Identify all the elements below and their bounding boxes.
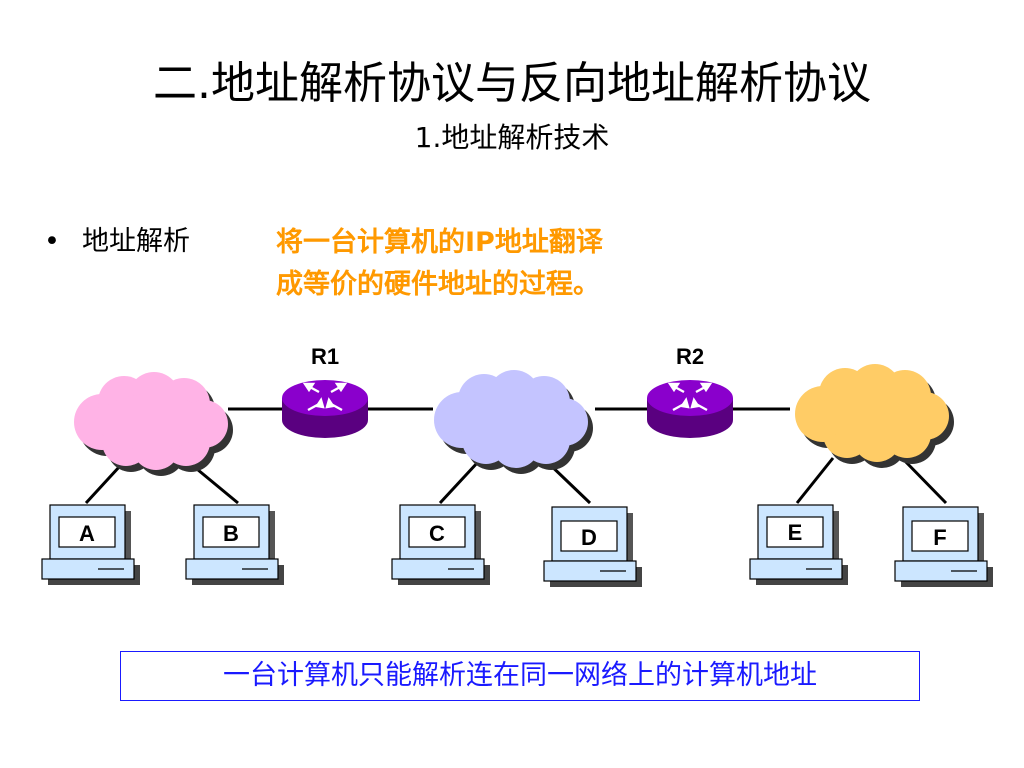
router-icon	[302, 382, 348, 412]
computer-label-b: B	[223, 521, 239, 546]
router-r2: R2	[647, 344, 733, 438]
link-net3-e	[795, 457, 835, 504]
page-title: 二.地址解析协议与反向地址解析协议	[153, 58, 871, 109]
note-box: 一台计算机只能解析连在同一网络上的计算机地址	[120, 651, 920, 701]
bullet-dot: •	[44, 226, 60, 257]
computer-c: C	[391, 504, 490, 585]
router-icon	[667, 382, 713, 412]
link-net1-a	[84, 464, 122, 505]
bullet-item: • 地址解析	[44, 222, 190, 262]
network-cloud-2	[434, 370, 593, 474]
computer-e: E	[749, 504, 848, 585]
computer-a: A	[41, 504, 140, 585]
page-subtitle: 1.地址解析技术	[414, 121, 610, 154]
network-diagram: R1 R2 A B C	[41, 344, 993, 587]
definition-line-1: 将一台计算机的IP地址翻译	[276, 227, 603, 258]
bullet-definition: 将一台计算机的IP地址翻译 成等价的硬件地址的过程。	[276, 222, 716, 306]
network-cloud-3	[795, 364, 954, 468]
computer-label-c: C	[429, 521, 445, 546]
link-net3-f	[900, 456, 948, 505]
link-net2-c	[438, 460, 480, 505]
bullet-term: 地址解析	[82, 226, 190, 257]
definition-line-2: 成等价的硬件地址的过程。	[276, 269, 600, 300]
network-cloud-1	[74, 372, 233, 476]
router-label-r1: R1	[311, 344, 339, 369]
computer-label-a: A	[79, 521, 95, 546]
router-r1: R1	[282, 344, 368, 438]
computer-label-e: E	[788, 520, 803, 545]
router-label-r2: R2	[676, 344, 704, 369]
computer-f: F	[894, 506, 993, 587]
computer-d: D	[543, 506, 642, 587]
computer-label-d: D	[581, 525, 597, 550]
computer-b: B	[185, 504, 284, 585]
computer-label-f: F	[933, 525, 946, 550]
